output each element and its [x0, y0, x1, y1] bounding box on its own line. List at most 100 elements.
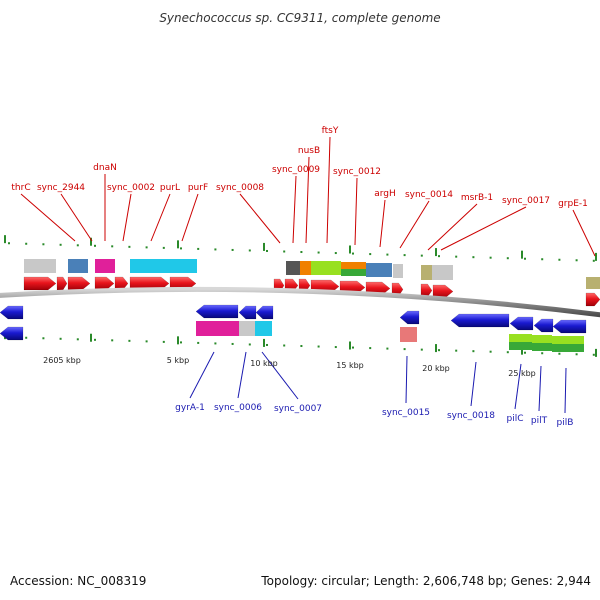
scale-minor-tick	[197, 247, 200, 250]
scale-minor-tick	[197, 341, 200, 344]
reverse-gene-arrow	[195, 304, 239, 319]
scale-minor-tick	[145, 340, 148, 343]
gene-label-sync-0012: sync_0012	[333, 167, 381, 177]
leader-line	[572, 209, 596, 257]
scale-minor-tick	[455, 349, 458, 352]
scale-minor-tick	[111, 339, 114, 342]
scale-minor-tick	[248, 249, 251, 252]
leader-line	[189, 351, 215, 399]
scale-minor-tick	[317, 251, 320, 254]
scale-minor-tick	[558, 258, 561, 261]
gene-label-sync-0009: sync_0009	[272, 165, 320, 175]
scale-minor-tick	[438, 255, 440, 258]
leader-line	[538, 365, 542, 412]
gene-label-sync-0007: sync_0007	[274, 404, 322, 414]
genome-summary-text: Topology: circular; Length: 2,606,748 bp…	[260, 574, 591, 588]
scale-minor-tick	[334, 346, 337, 349]
scale-minor-tick	[76, 338, 79, 341]
scale-minor-tick	[352, 346, 354, 349]
leader-line	[150, 193, 171, 242]
scale-minor-tick	[455, 255, 458, 258]
leader-line	[292, 175, 297, 244]
scale-minor-tick	[558, 352, 561, 355]
reverse-gene-arrow	[509, 316, 534, 331]
scale-minor-tick	[300, 251, 303, 254]
gene-label-sync-0014: sync_0014	[405, 190, 453, 200]
scale-major-tick	[177, 240, 179, 249]
feature-box	[509, 342, 532, 350]
reverse-gene-arrow	[0, 305, 24, 320]
scale-minor-tick	[489, 256, 492, 259]
scale-label: 10 kbp	[250, 359, 278, 368]
feature-box	[24, 259, 56, 273]
feature-box	[341, 269, 366, 276]
leader-line	[122, 193, 132, 242]
gene-label-purL: purL	[160, 183, 180, 193]
feature-boxes	[24, 259, 600, 352]
feature-box	[532, 335, 552, 343]
gene-label-sync-0002: sync_0002	[107, 183, 155, 193]
reverse-gene-arrow	[0, 326, 24, 341]
scale-minor-tick	[524, 351, 526, 354]
gene-label-pilC: pilC	[507, 414, 524, 424]
scale-minor-tick	[180, 341, 182, 344]
gene-label-thrC: thrC	[11, 183, 30, 193]
feature-box	[311, 261, 341, 275]
scale-minor-tick	[575, 353, 578, 356]
leader-line	[326, 136, 331, 244]
scale-minor-tick	[162, 340, 165, 343]
gene-label-msrB-1: msrB-1	[461, 193, 493, 203]
scale-minor-tick	[592, 259, 595, 262]
scale-minor-tick	[42, 243, 45, 246]
scale-major-tick	[349, 245, 351, 254]
feature-box	[239, 321, 255, 336]
scale-major-tick	[595, 252, 597, 261]
reverse-gene-arrow	[552, 319, 587, 334]
leader-line	[261, 351, 299, 400]
scale-major-tick	[4, 235, 6, 244]
scale-minor-tick	[506, 257, 509, 260]
gene-label-sync-0008: sync_0008	[216, 183, 264, 193]
leader-line	[470, 361, 477, 407]
gene-label-sync-0017: sync_0017	[502, 196, 550, 206]
gene-arrows	[0, 276, 600, 341]
leader-line	[237, 351, 247, 399]
scale-minor-tick	[8, 242, 10, 245]
scale-minor-tick	[300, 345, 303, 348]
leader-line	[239, 193, 281, 244]
scale-major-tick	[177, 336, 179, 345]
gene-label-sync-0006: sync_0006	[214, 403, 262, 413]
feature-box	[552, 336, 584, 344]
leader-line	[379, 199, 386, 248]
scale-minor-tick	[25, 336, 28, 339]
scale-minor-tick	[231, 342, 234, 345]
scale-major-tick	[90, 237, 92, 246]
feature-box	[300, 261, 311, 275]
gene-label-grpE-1: grpE-1	[558, 199, 588, 209]
reverse-gene-arrow	[255, 305, 274, 320]
reverse-gene-arrow	[450, 313, 510, 328]
scale-minor-tick	[352, 252, 354, 255]
leader-line	[20, 193, 76, 242]
scale-minor-tick	[248, 343, 251, 346]
scale-major-tick	[521, 346, 523, 355]
gene-label-sync-0015: sync_0015	[382, 408, 430, 418]
leader-line	[440, 206, 527, 251]
feature-box	[586, 277, 600, 289]
scale-ticks	[4, 235, 597, 357]
scale-major-tick	[435, 248, 437, 257]
feature-box	[393, 264, 403, 278]
scale-minor-tick	[575, 259, 578, 262]
scale-major-tick	[263, 338, 265, 347]
scale-major-tick	[595, 348, 597, 357]
scale-minor-tick	[214, 342, 217, 345]
scale-minor-tick	[524, 257, 526, 260]
scale-label: 25 kbp	[508, 369, 536, 378]
scale-minor-tick	[76, 244, 79, 247]
gene-label-sync-2944: sync_2944	[37, 183, 85, 193]
scale-minor-tick	[214, 248, 217, 251]
scale-major-tick	[349, 341, 351, 350]
scale-minor-tick	[162, 246, 165, 249]
scale-minor-tick	[231, 248, 234, 251]
